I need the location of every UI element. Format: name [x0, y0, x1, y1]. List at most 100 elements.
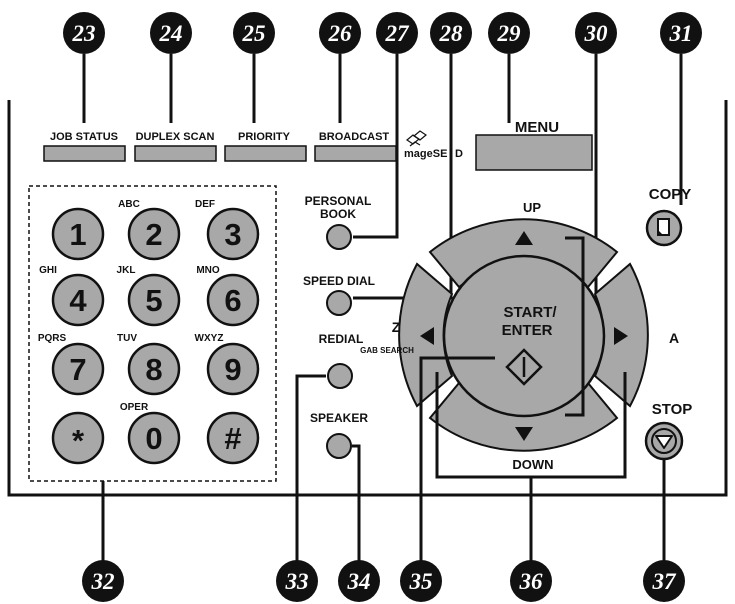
key-star[interactable]: * [51, 411, 105, 465]
key-2[interactable]: 2 [127, 207, 181, 261]
callout-33-label: 33 [285, 569, 309, 594]
callout-31: 31 [660, 12, 702, 54]
key-0[interactable]: 0 [127, 411, 181, 465]
key-hash[interactable]: # [206, 411, 260, 465]
gab-search-label: GAB SEARCH [360, 346, 414, 355]
callout-24: 24 [150, 12, 192, 54]
callout-34-label: 34 [347, 569, 371, 594]
callout-26: 26 [319, 12, 361, 54]
key-4-label: 4 [69, 283, 87, 318]
callout-29: 29 [488, 12, 530, 54]
broadcast-label: BROADCAST [319, 131, 390, 143]
callout-24-label: 24 [159, 21, 183, 46]
callout-36-label: 36 [519, 569, 544, 594]
key-7[interactable]: 7 [51, 342, 105, 396]
broadcast-button[interactable]: BROADCAST [314, 131, 397, 162]
key-letters-pqrs: PQRS [38, 333, 67, 344]
key-letters-jkl: JKL [117, 265, 136, 276]
callout-30: 30 [575, 12, 617, 54]
copy-icon [657, 218, 670, 236]
imagesend-logo: mageSE D [404, 130, 463, 160]
callout-26-label: 26 [328, 21, 353, 46]
panel-outline [7, 100, 728, 497]
callout-32: 32 [82, 560, 124, 602]
redial-button[interactable]: REDIAL [319, 332, 364, 389]
callout-31-label: 31 [669, 21, 693, 46]
copy-button[interactable]: COPY [645, 186, 692, 247]
up-arrow-icon [515, 231, 533, 245]
down-label: DOWN [512, 457, 553, 472]
callout-35-label: 35 [409, 569, 433, 594]
key-2-label: 2 [145, 217, 162, 252]
callout-25: 25 [233, 12, 275, 54]
imagesend-logo-mark [405, 130, 428, 147]
key-7-label: 7 [69, 352, 86, 387]
key-6[interactable]: 6 [206, 273, 260, 327]
nav-cluster: START/ ENTER UP DOWN Z GAB SEARCH A [360, 200, 679, 472]
start-label: START/ [503, 304, 557, 321]
imagesend-text-tail: D [455, 148, 463, 160]
right-arrow-icon [614, 327, 628, 345]
redial-label: REDIAL [319, 332, 364, 346]
callout-28-label: 28 [439, 21, 464, 46]
menu-button[interactable]: MENU [475, 119, 593, 171]
key-letters-oper: OPER [120, 402, 149, 413]
enter-label: ENTER [502, 322, 553, 339]
callout-23: 23 [63, 12, 105, 54]
callout-33: 33 [276, 560, 318, 602]
key-letters-ghi: GHI [39, 265, 57, 276]
key-8-label: 8 [145, 352, 162, 387]
key-letters: ABC DEF GHI JKL MNO PQRS TUV WXYZ OPER [38, 199, 224, 413]
down-arrow-icon [515, 427, 533, 441]
key-6-label: 6 [224, 283, 241, 318]
start-enter-button[interactable] [442, 254, 606, 418]
key-5-label: 5 [145, 283, 162, 318]
callout-37: 37 [643, 560, 685, 602]
a-label: A [669, 330, 679, 346]
callout-36: 36 [510, 560, 552, 602]
key-letters-def: DEF [195, 199, 215, 210]
stop-button[interactable]: STOP [644, 401, 693, 461]
key-9[interactable]: 9 [206, 342, 260, 396]
stop-label: STOP [652, 401, 693, 418]
up-label: UP [523, 200, 541, 215]
personal-book-button[interactable]: PERSONAL BOOK [305, 194, 372, 250]
key-3-label: 3 [224, 217, 241, 252]
callout-30-label: 30 [584, 21, 609, 46]
key-8[interactable]: 8 [127, 342, 181, 396]
speed-dial-label: SPEED DIAL [303, 274, 375, 288]
speed-dial-button[interactable]: SPEED DIAL [303, 274, 375, 316]
priority-button[interactable]: PRIORITY [224, 131, 307, 162]
key-3[interactable]: 3 [206, 207, 260, 261]
key-letters-abc: ABC [118, 199, 140, 210]
stop-icon [651, 428, 677, 454]
lower-leader-lines [101, 236, 666, 565]
speaker-button[interactable]: SPEAKER [310, 411, 368, 459]
key-5[interactable]: 5 [127, 273, 181, 327]
job-status-label: JOB STATUS [50, 131, 118, 143]
priority-label: PRIORITY [238, 131, 291, 143]
key-9-label: 9 [224, 352, 241, 387]
callout-34: 34 [338, 560, 380, 602]
job-status-button[interactable]: JOB STATUS [43, 131, 126, 162]
duplex-scan-label: DUPLEX SCAN [136, 131, 215, 143]
key-1-label: 1 [69, 217, 86, 252]
callout-25-label: 25 [242, 21, 266, 46]
key-letters-mno: MNO [196, 265, 220, 276]
key-0-label: 0 [145, 421, 162, 456]
key-1[interactable]: 1 [51, 207, 105, 261]
callout-27: 27 [376, 12, 418, 54]
speaker-label: SPEAKER [310, 411, 368, 425]
key-letters-wxyz: WXYZ [195, 333, 224, 344]
callout-28: 28 [430, 12, 472, 54]
key-hash-label: # [224, 421, 241, 456]
book-label: BOOK [320, 207, 356, 221]
callout-23-label: 23 [72, 21, 96, 46]
copy-label: COPY [649, 186, 692, 203]
duplex-scan-button[interactable]: DUPLEX SCAN [134, 131, 217, 162]
key-4[interactable]: 4 [51, 273, 105, 327]
start-icon [505, 348, 543, 386]
left-arrow-icon [420, 327, 434, 345]
callout-37-label: 37 [652, 569, 678, 594]
